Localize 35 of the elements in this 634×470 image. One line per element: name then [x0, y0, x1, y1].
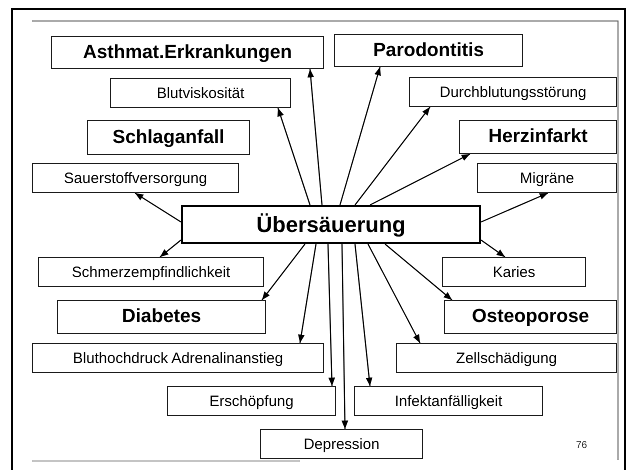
- disease-box: Osteoporose: [444, 300, 617, 334]
- symptom-box: Schmerzempfindlichkeit: [38, 257, 264, 287]
- symptom-box: Zellschädigung: [396, 343, 617, 373]
- symptom-box: Durchblutungsstörung: [409, 77, 617, 107]
- symptom-box: Erschöpfung: [167, 386, 336, 416]
- arrow: [354, 244, 372, 386]
- arrow: [307, 68, 323, 206]
- symptom-box: Blutviskosität: [110, 78, 291, 108]
- arrow: [341, 244, 348, 429]
- symptom-box: Karies: [442, 257, 586, 287]
- arrow: [134, 192, 182, 222]
- arrow: [367, 244, 421, 344]
- disease-box: Parodontitis: [334, 34, 523, 67]
- disease-box: Asthmat.Erkrankungen: [51, 36, 324, 69]
- arrow: [327, 244, 336, 386]
- symptom-box: Sauerstoffversorgung: [32, 163, 239, 193]
- disease-box: Herzinfarkt: [459, 120, 617, 154]
- symptom-box: Infektanfälligkeit: [354, 386, 543, 416]
- arrow: [262, 244, 306, 300]
- symptom-box: Migräne: [477, 163, 617, 193]
- arrow: [277, 108, 311, 206]
- arrow: [480, 240, 506, 258]
- arrow: [480, 192, 548, 223]
- central-box: Übersäuerung: [181, 205, 481, 244]
- disease-box: Schlaganfall: [87, 120, 250, 155]
- symptom-box: Bluthochdruck Adrenalinanstieg: [32, 343, 324, 373]
- arrow: [298, 244, 317, 344]
- arrow: [384, 244, 452, 300]
- arrow: [370, 153, 470, 206]
- arrow: [339, 66, 381, 206]
- arrow: [160, 240, 182, 258]
- page-number: 76: [576, 440, 588, 451]
- arrow: [354, 106, 430, 206]
- symptom-box: Depression: [260, 429, 423, 459]
- disease-box: Diabetes: [57, 300, 266, 334]
